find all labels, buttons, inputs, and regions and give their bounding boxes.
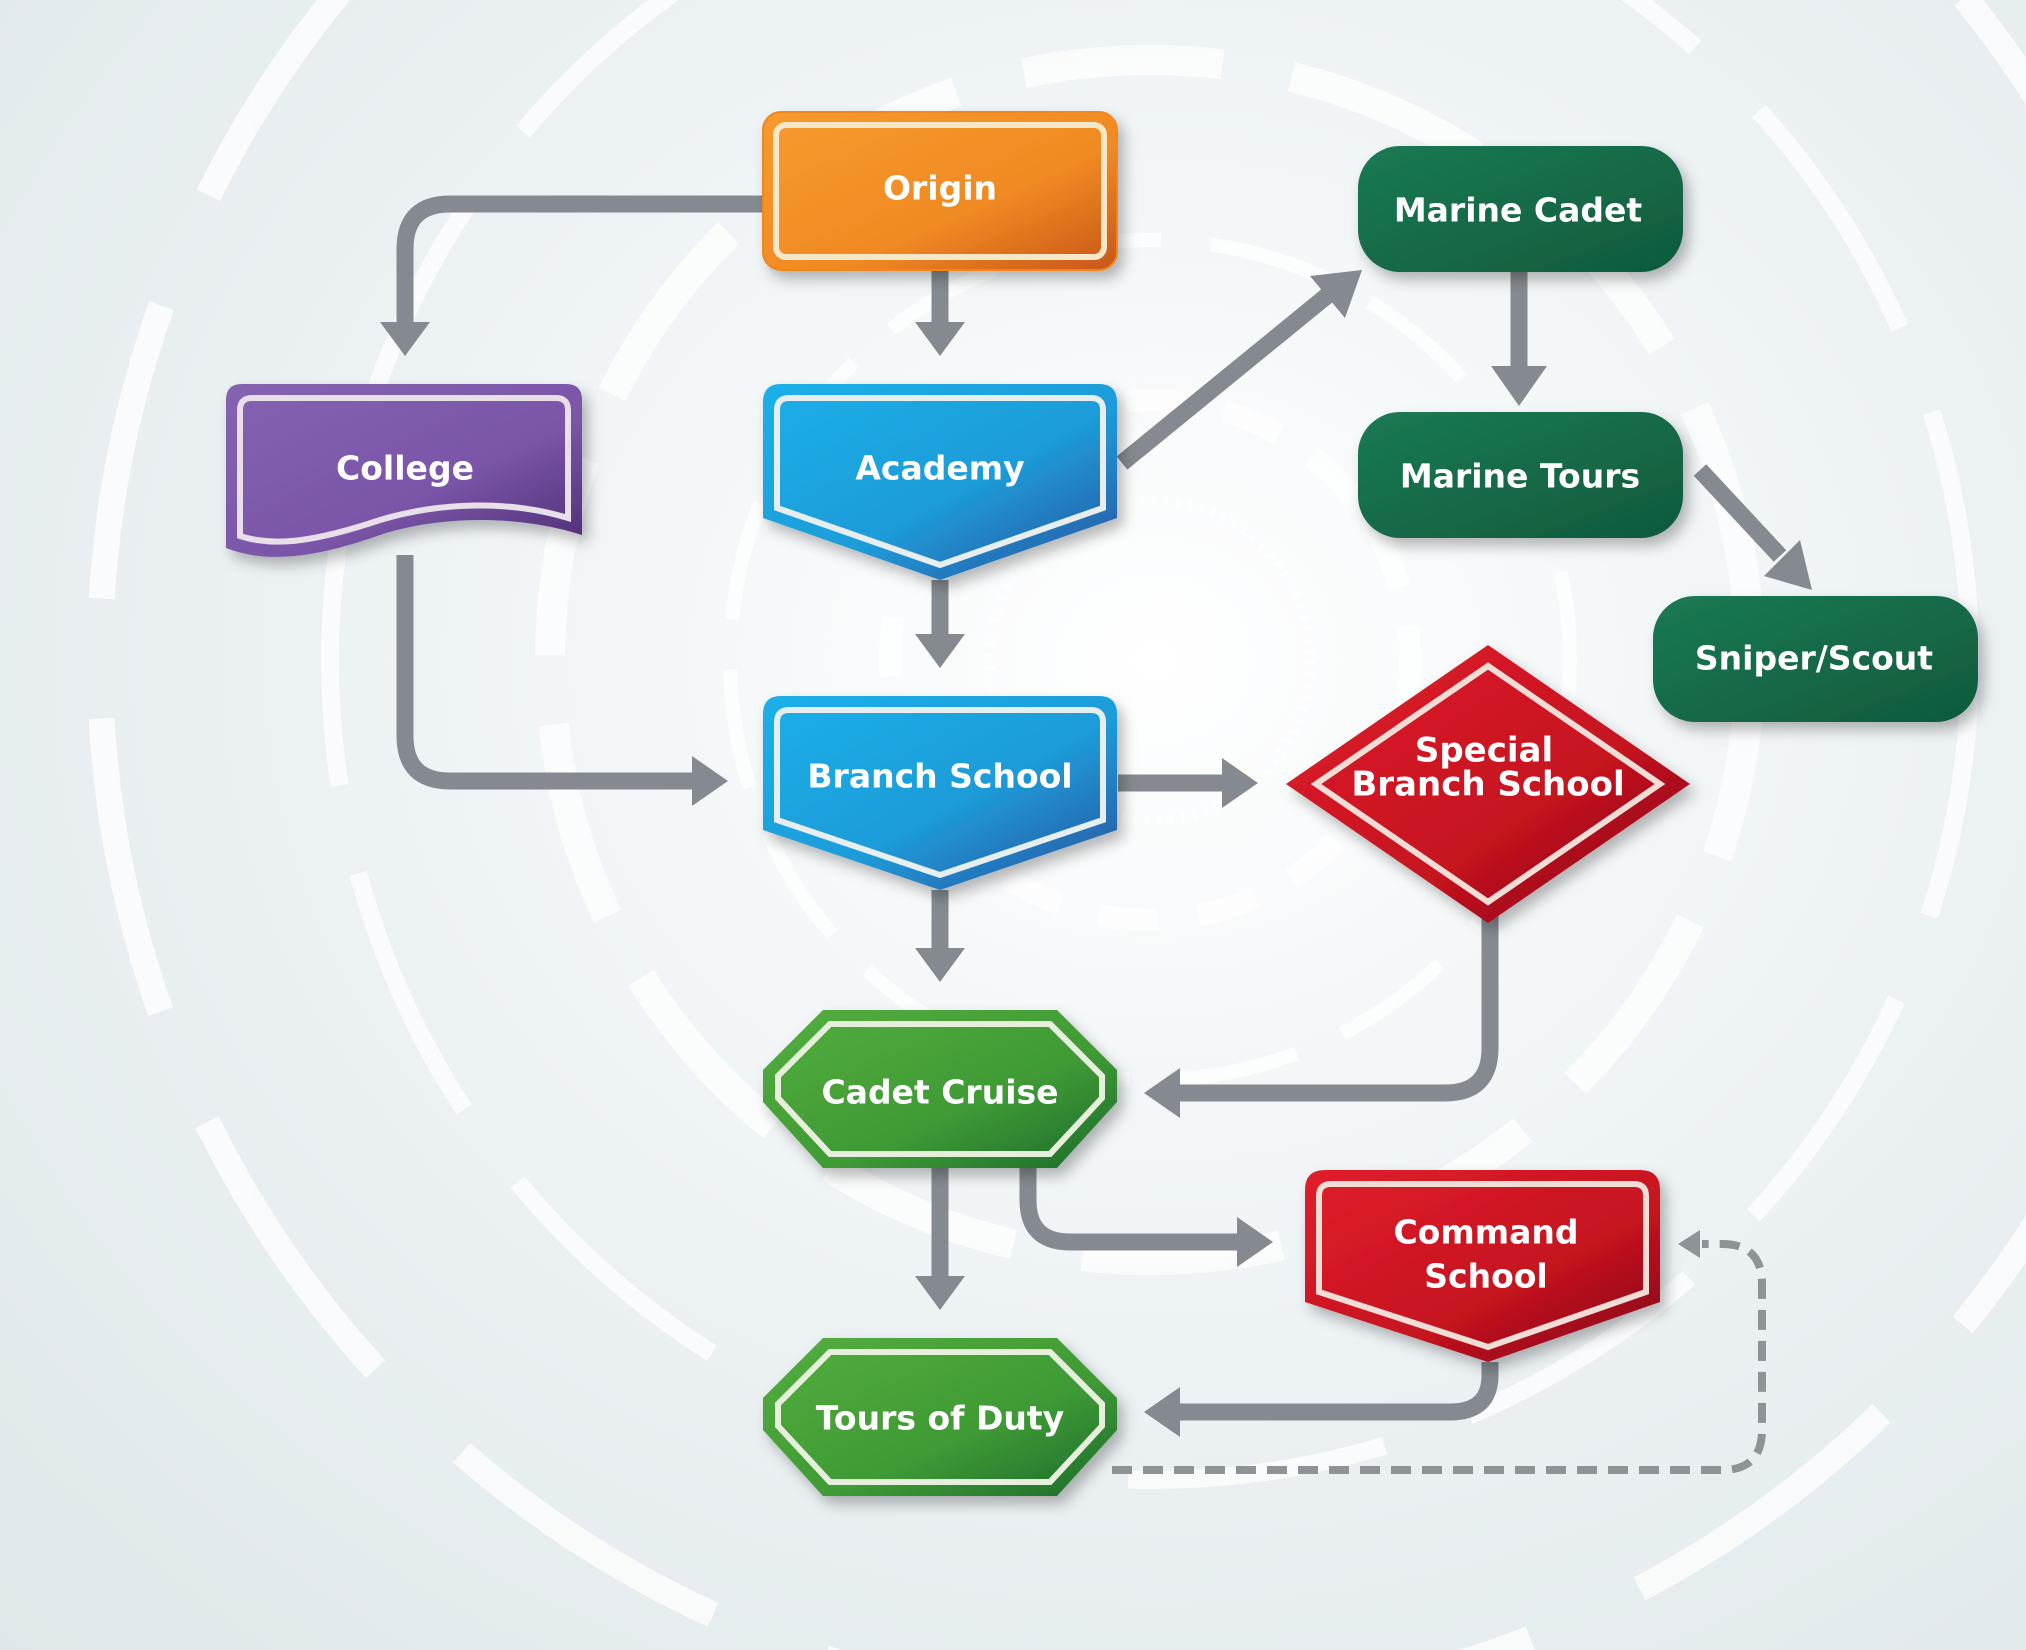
connector-command-tours <box>1172 1362 1499 1421</box>
arrowhead-to-academy <box>915 322 965 356</box>
node-special-branch-school-line1: Special <box>1415 731 1553 771</box>
node-academy[interactable]: Academy <box>763 384 1117 580</box>
arrowhead-dashed-to-command <box>1678 1230 1700 1258</box>
arrowhead-to-college <box>380 322 430 356</box>
arrowhead-to-cadet-cruise <box>915 948 965 982</box>
arrowhead-to-tours-of-duty <box>915 1276 965 1310</box>
node-academy-label: Academy <box>855 449 1024 488</box>
node-special-branch-school-line2: Branch School <box>1351 765 1624 805</box>
arrowhead-to-special-branch <box>1222 758 1258 808</box>
arrowhead-to-branch-school <box>915 634 965 668</box>
node-college[interactable]: College <box>226 384 582 557</box>
node-sniper-scout-label: Sniper/Scout <box>1695 639 1933 678</box>
arrowhead-to-sniper-scout <box>1764 540 1812 590</box>
node-origin-label: Origin <box>883 169 997 208</box>
arrowhead-to-command-school <box>1237 1217 1273 1267</box>
connector-marine-tours-sniper <box>1693 464 1787 562</box>
node-command-school[interactable]: Command School <box>1305 1170 1660 1362</box>
node-college-label: College <box>336 449 474 488</box>
connector-special-cruise <box>1172 905 1499 1102</box>
connector-tours-command-dashed <box>1112 1240 1766 1474</box>
node-tours-of-duty[interactable]: Tours of Duty <box>763 1338 1117 1496</box>
node-command-school-line1: Command <box>1393 1213 1578 1252</box>
arrowhead-to-marine-tours <box>1491 366 1547 406</box>
connectors <box>380 195 1812 1474</box>
node-tours-of-duty-label: Tours of Duty <box>816 1399 1064 1438</box>
node-marine-cadet-label: Marine Cadet <box>1394 191 1643 230</box>
connector-origin-college <box>396 195 770 330</box>
node-marine-tours-label: Marine Tours <box>1400 457 1640 496</box>
arrowhead-college-to-branch <box>692 756 728 806</box>
arrowhead-special-to-cruise <box>1144 1068 1180 1118</box>
node-branch-school-label: Branch School <box>807 757 1072 796</box>
connector-academy-marine-cadet <box>1116 283 1340 470</box>
node-marine-tours[interactable]: Marine Tours <box>1358 412 1683 538</box>
arrowhead-command-to-tours <box>1144 1387 1180 1437</box>
node-special-branch-school[interactable]: Special Branch School <box>1286 645 1690 923</box>
arrowhead-to-marine-cadet <box>1310 270 1362 318</box>
node-origin[interactable]: Origin <box>762 111 1118 271</box>
node-cadet-cruise-label: Cadet Cruise <box>821 1073 1058 1112</box>
node-marine-cadet[interactable]: Marine Cadet <box>1358 146 1683 272</box>
connector-college-branch <box>396 555 700 790</box>
node-command-school-line2: School <box>1424 1257 1547 1296</box>
connector-cruise-command <box>1019 1162 1245 1251</box>
node-branch-school[interactable]: Branch School <box>763 696 1117 890</box>
node-sniper-scout[interactable]: Sniper/Scout <box>1653 596 1978 722</box>
node-cadet-cruise[interactable]: Cadet Cruise <box>763 1010 1117 1168</box>
